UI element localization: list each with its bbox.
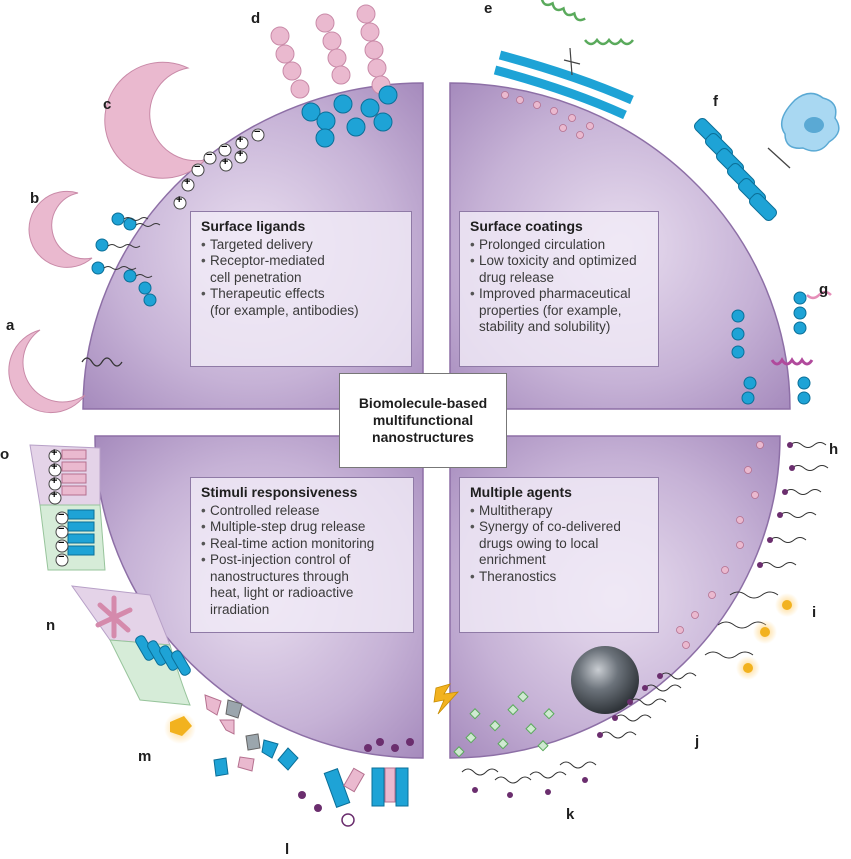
charge-minus: −	[58, 509, 65, 521]
ligand-lipids-b	[28, 190, 161, 307]
charge-plus: +	[51, 475, 58, 487]
charge-minus: −	[58, 523, 65, 535]
panel-stimuli-responsiveness: Stimuli responsiveness Controlled releas…	[190, 477, 414, 633]
charge-plus: +	[222, 156, 229, 168]
coating-lipids-g	[731, 290, 832, 405]
panel-title: Multiple agents	[470, 484, 572, 500]
panel-multiple-agents: Multiple agents Multitherapy Synergy of …	[459, 477, 659, 633]
label-d: d	[251, 10, 261, 27]
stimuli-multistep-m	[164, 694, 299, 777]
coating-capsules-f	[694, 92, 840, 221]
charge-plus: +	[51, 461, 58, 473]
panel-surface-coatings: Surface coatings Prolonged circulation L…	[459, 211, 659, 367]
label-f: f	[713, 93, 718, 110]
label-b: b	[30, 190, 40, 207]
label-k: k	[566, 806, 575, 823]
charge-minus: −	[58, 551, 65, 563]
charge-minus: −	[254, 126, 261, 138]
label-i: i	[812, 604, 817, 621]
list-item: Synergy of co-delivered drugs owing to l…	[470, 519, 648, 569]
charge-plus: +	[176, 194, 183, 206]
list-item: Real-time action monitoring	[201, 536, 403, 553]
multiple-agents-j	[571, 646, 697, 739]
charge-plus: +	[237, 148, 244, 160]
label-h: h	[829, 441, 839, 458]
coating-layers-e	[493, 0, 634, 139]
list-item: Multiple-step drug release	[201, 519, 403, 536]
charge-minus: −	[194, 161, 201, 173]
list-item: Improved pharmaceutical properties (for …	[470, 286, 648, 336]
label-o: o	[0, 446, 10, 463]
multiple-agents-h	[676, 441, 829, 649]
stimuli-charged-o	[29, 444, 106, 571]
ligand-crescent-a	[8, 329, 123, 414]
charge-minus: −	[221, 141, 228, 153]
list-item: Therapeutic effects (for example, antibo…	[201, 286, 401, 319]
ligand-chains-d	[270, 4, 398, 148]
charge-plus: +	[51, 489, 58, 501]
list-item: Low toxicity and optimized drug release	[470, 253, 648, 286]
multiple-agents-i	[704, 591, 799, 680]
stimuli-release-l	[298, 738, 414, 827]
label-j: j	[695, 733, 700, 750]
center-label: Biomolecule-based multifunctional nanost…	[339, 373, 507, 468]
panel-list: Multitherapy Synergy of co-delivered dru…	[470, 503, 648, 586]
label-g: g	[819, 281, 829, 298]
charge-minus: −	[58, 537, 65, 549]
panel-title: Stimuli responsiveness	[201, 484, 358, 500]
label-m: m	[138, 748, 152, 765]
panel-surface-ligands: Surface ligands Targeted delivery Recept…	[190, 211, 412, 367]
label-e: e	[484, 0, 493, 17]
list-item: Prolonged circulation	[470, 237, 648, 254]
panel-list: Prolonged circulation Low toxicity and o…	[470, 237, 648, 336]
label-c: c	[103, 96, 112, 113]
list-item: Multitherapy	[470, 503, 648, 520]
list-item: Controlled release	[201, 503, 403, 520]
panel-list: Targeted delivery Receptor-mediated cell…	[201, 237, 401, 320]
multiple-agents-k	[433, 683, 597, 798]
list-item: Receptor-mediated cell penetration	[201, 253, 401, 286]
list-item: Targeted delivery	[201, 237, 401, 254]
charge-minus: −	[206, 149, 213, 161]
charge-plus: +	[51, 447, 58, 459]
list-item: Theranostics	[470, 569, 648, 586]
panel-title: Surface ligands	[201, 218, 306, 234]
charge-plus: +	[184, 176, 191, 188]
label-a: a	[6, 317, 15, 334]
panel-title: Surface coatings	[470, 218, 583, 234]
stimuli-panels-n	[70, 585, 191, 706]
panel-list: Controlled release Multiple-step drug re…	[201, 503, 403, 619]
label-n: n	[46, 617, 56, 634]
charge-plus: +	[237, 134, 244, 146]
list-item: Post-injection control of nanostructures…	[201, 552, 403, 618]
label-l: l	[285, 841, 290, 858]
ligand-charged-c	[104, 61, 265, 210]
